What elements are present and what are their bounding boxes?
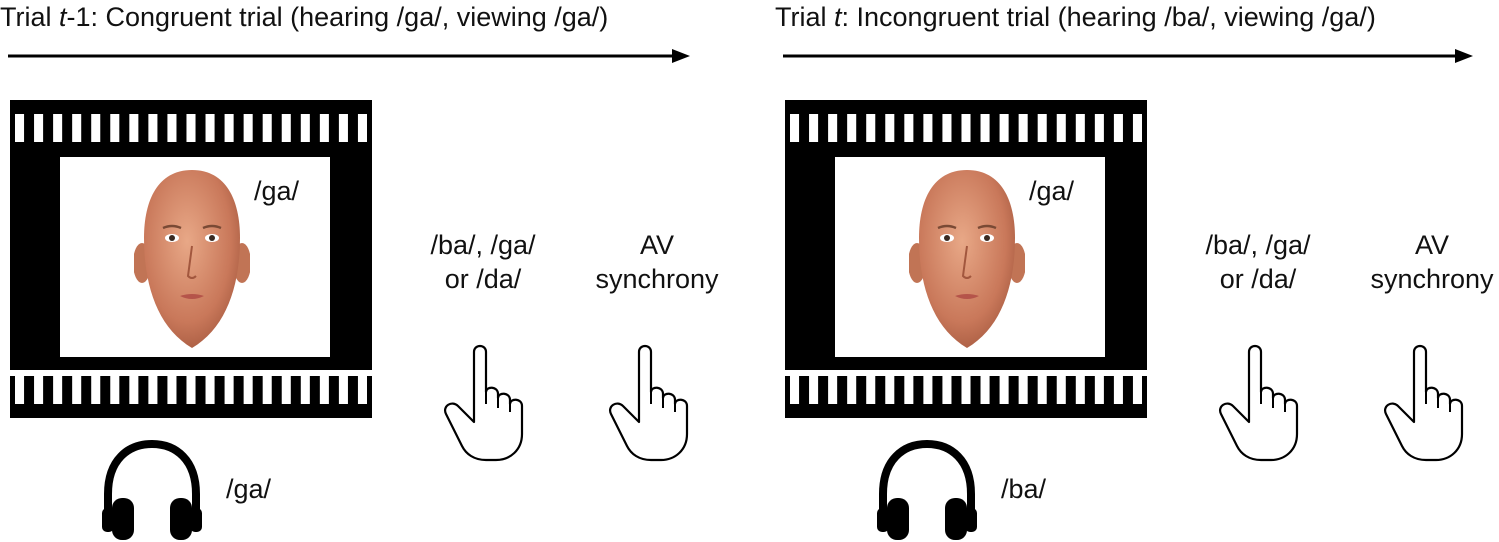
trial-panel-congruent: Trial t-1: Congruent trial (hearing /ga/… [0,0,749,542]
trial-title: Trial t-1: Congruent trial (hearing /ga/… [0,2,609,32]
headphones-icon [102,439,202,540]
headphones-icon [877,439,977,540]
phoneme-response-label: /ba/, /ga/ or /da/ [430,230,536,294]
visual-syllable-label: /ga/ [254,176,300,206]
timeline-arrow-icon [8,49,690,63]
av-synchrony-response-label: AV synchrony [1370,230,1494,294]
pointing-hand-icon [609,344,689,462]
pointing-hand-icon [1384,344,1464,462]
audio-syllable-label: /ba/ [1001,474,1047,504]
face-icon [909,170,1025,348]
face-icon [134,170,250,348]
visual-syllable-label: /ga/ [1029,176,1075,206]
av-synchrony-response-label: AV synchrony [595,230,719,294]
trial-panel-incongruent: Trial t: Incongruent trial (hearing /ba/… [775,0,1499,542]
pointing-hand-icon [444,344,524,462]
audio-syllable-label: /ga/ [226,474,272,504]
phoneme-response-label: /ba/, /ga/ or /da/ [1205,230,1311,294]
trial-title: Trial t: Incongruent trial (hearing /ba/… [775,2,1376,32]
pointing-hand-icon [1219,344,1299,462]
timeline-arrow-icon [783,49,1473,63]
